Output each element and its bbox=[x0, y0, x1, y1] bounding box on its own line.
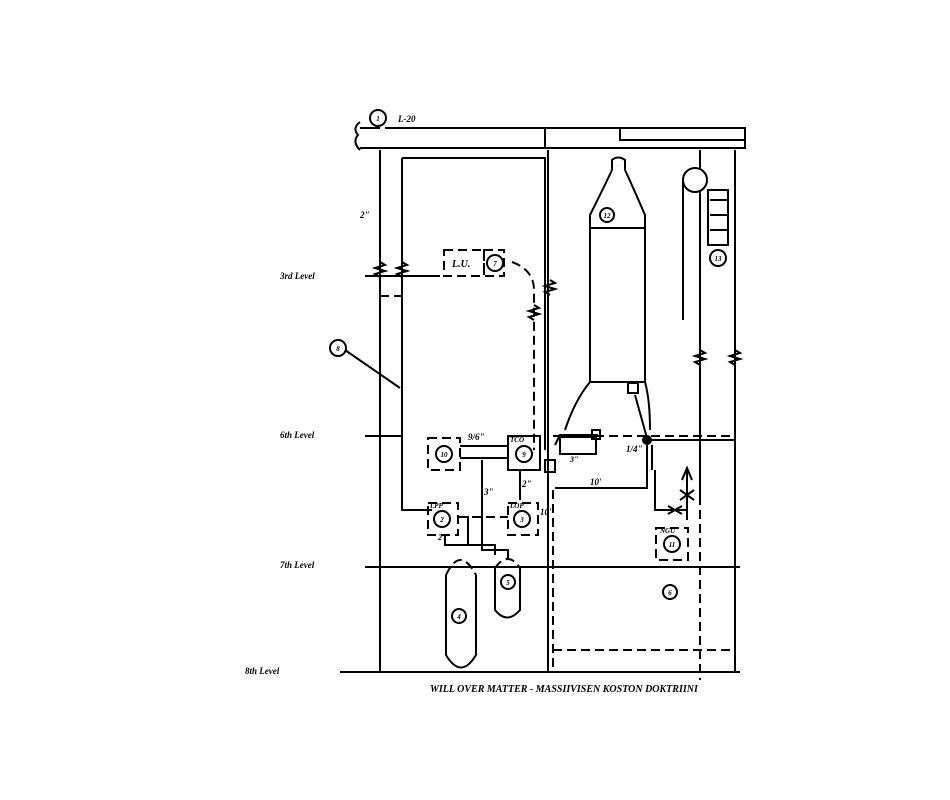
size-3: 3" bbox=[483, 487, 494, 497]
unit-13-rack bbox=[682, 180, 729, 320]
riser-2 bbox=[401, 158, 432, 511]
rocket-fitting bbox=[627, 382, 639, 394]
ngu-box bbox=[655, 527, 689, 561]
tank-5-top bbox=[494, 558, 521, 569]
level-6-label: 6th Level bbox=[280, 430, 315, 440]
num-10: 10 bbox=[441, 451, 449, 459]
caption: WILL OVER MATTER - MASSIIVISEN KOSTON DO… bbox=[430, 684, 699, 695]
lpp-box bbox=[427, 502, 459, 536]
lu-label: L.U. bbox=[451, 259, 470, 270]
size-2: 2" bbox=[521, 479, 532, 489]
num-3: 3 bbox=[519, 516, 524, 524]
tco-line bbox=[460, 445, 549, 470]
rocket-nose bbox=[590, 156, 645, 383]
size-valve: 3" bbox=[569, 455, 578, 464]
unit-5-circle bbox=[500, 574, 516, 590]
num-4: 4 bbox=[456, 613, 461, 621]
unit-3-circle bbox=[513, 510, 531, 528]
unit-9-circle bbox=[515, 445, 533, 463]
num-8: 8 bbox=[336, 345, 340, 353]
lu-box bbox=[443, 249, 485, 277]
tank-4-top bbox=[445, 559, 477, 576]
level-7-label: 7th Level bbox=[280, 560, 315, 570]
lu-pipe bbox=[379, 261, 535, 450]
tco-box bbox=[507, 435, 541, 471]
num-9: 9 bbox=[522, 451, 526, 459]
spring-hangers bbox=[371, 261, 744, 366]
num-7: 7 bbox=[493, 260, 497, 268]
valve-box bbox=[559, 436, 597, 455]
num-13: 13 bbox=[715, 255, 723, 263]
rocket-12 bbox=[564, 169, 651, 431]
lpp-label: LPP bbox=[429, 502, 444, 510]
unit-6-circle bbox=[662, 584, 678, 600]
tank-5 bbox=[494, 568, 521, 619]
lop-box bbox=[507, 502, 539, 536]
unit-11-circle bbox=[663, 535, 681, 553]
level-8-label: 8th Level bbox=[245, 666, 280, 676]
pulley bbox=[682, 167, 708, 193]
tank-4 bbox=[445, 575, 477, 669]
num-5: 5 bbox=[506, 579, 510, 587]
num-2: 2 bbox=[439, 516, 444, 524]
unit-12-circle bbox=[599, 207, 615, 223]
junction bbox=[642, 435, 652, 445]
size-quarter: 1/4" bbox=[626, 444, 643, 454]
size-tco: 9/6" bbox=[468, 432, 485, 442]
size-lpp: 2" bbox=[437, 533, 446, 542]
size-10b: 10' bbox=[540, 507, 552, 517]
unit-7-circle bbox=[486, 254, 504, 272]
ngu-label: NGU bbox=[659, 527, 676, 535]
num-12: 12 bbox=[604, 212, 612, 220]
top-header-pipe bbox=[360, 127, 746, 149]
fitting bbox=[544, 459, 556, 473]
level-3-label: 3rd Level bbox=[279, 271, 315, 281]
lpp-pipes bbox=[444, 516, 496, 555]
unit-10-box bbox=[427, 437, 461, 471]
unit-4-circle bbox=[451, 608, 467, 624]
pointer-8 bbox=[344, 349, 401, 389]
room-6-outline bbox=[553, 435, 735, 651]
tco-label: TCO bbox=[510, 436, 524, 444]
num-11: 11 bbox=[669, 541, 676, 549]
valve-cap bbox=[591, 429, 601, 440]
num-1: 1 bbox=[376, 115, 380, 123]
header-branch bbox=[544, 128, 745, 148]
unit-1-circle bbox=[369, 109, 387, 127]
break-symbol bbox=[354, 121, 361, 151]
unit-8-circle bbox=[329, 339, 347, 357]
unit-2-circle bbox=[433, 510, 451, 528]
unit-10-circle bbox=[435, 445, 453, 463]
piping-network bbox=[481, 394, 735, 560]
lop-label: LOP bbox=[509, 502, 524, 510]
num-6: 6 bbox=[668, 589, 672, 597]
size-10a: 10' bbox=[590, 477, 602, 487]
unit-13-circle bbox=[709, 249, 727, 267]
valves bbox=[667, 465, 695, 520]
size-top-left: 2" bbox=[359, 210, 370, 220]
line-label: L-20 bbox=[397, 114, 416, 124]
